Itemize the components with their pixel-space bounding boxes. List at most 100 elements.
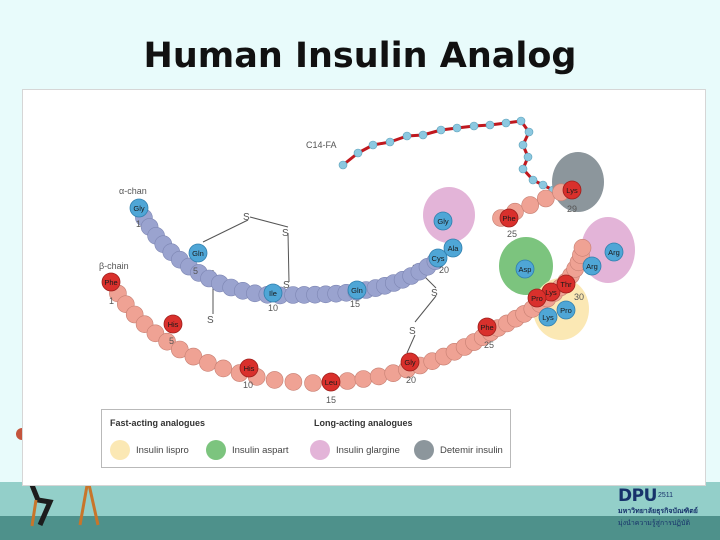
residue-pro-b28-label: Pro	[531, 294, 543, 303]
fatty-acid-atom	[523, 152, 533, 162]
fatty-acid-atom	[436, 125, 446, 135]
sulfur-label: S	[283, 280, 290, 291]
beta-bead	[214, 359, 233, 378]
beta-bead	[521, 196, 540, 214]
legend-item-detemir: Detemir insulin	[414, 440, 503, 460]
sulfur-label: S	[409, 326, 416, 337]
alpha-chain-label: α-chan	[119, 186, 147, 196]
logo-mark: DPU	[618, 486, 657, 506]
residue-cys-a20-label: Cys	[432, 254, 445, 263]
residue-gln-a5	[188, 243, 208, 263]
residue-ala	[443, 238, 463, 258]
residue-phe-b25-top	[499, 208, 519, 228]
residue-cys-a20	[428, 248, 448, 268]
residue-gly-b20-label: Gly	[404, 358, 416, 367]
beta-number-20: 20	[406, 375, 416, 385]
legend-swatch	[414, 440, 434, 460]
logo-university-name: มหาวิทยาลัยธุรกิจบัณฑิตย์	[618, 508, 698, 515]
beta-number-15: 15	[326, 395, 336, 405]
legend-label: Insulin lispro	[136, 444, 189, 456]
beta-bead	[338, 372, 357, 390]
alpha-number-15: 15	[350, 299, 360, 309]
beta-number-25-top: 25	[507, 229, 517, 239]
residue-leu-b15-label: Leu	[325, 378, 338, 387]
sulfur-label: S	[243, 212, 250, 223]
legend-item-glargine: Insulin glargine	[310, 440, 400, 460]
legend: Fast-acting analogues Long-acting analog…	[101, 409, 511, 468]
residue-phe-b25	[477, 317, 497, 337]
dpu-logo: DPU 2511 มหาวิทยาลัยธุรกิจบัณฑิตย์ มุ่งน…	[618, 486, 718, 532]
residue-asp-b28-label: Asp	[519, 265, 532, 274]
detemir-highlight	[552, 152, 604, 212]
disulfide-bond	[414, 295, 437, 323]
beta-number-1: 1	[109, 296, 114, 306]
residue-lys-b29-lispro-label: Lys	[542, 313, 554, 322]
residue-gly-b20	[400, 352, 420, 372]
legend-fast-heading: Fast-acting analogues	[110, 418, 206, 428]
residue-lys-b29-lispro	[538, 307, 558, 327]
beta-chain-label: β-chain	[99, 261, 129, 271]
legend-label: Insulin glargine	[336, 444, 400, 456]
residue-gln-a5-label: Gln	[192, 249, 204, 258]
fatty-acid-atom	[402, 131, 412, 141]
footer-band-dark	[0, 516, 720, 540]
beta-number-30: 30	[574, 292, 584, 302]
beta-bead	[354, 370, 373, 388]
residue-arg-b31-label: Arg	[608, 248, 620, 257]
beta-bead	[158, 332, 176, 351]
logo-motto: มุ่งนำความรู้สู่การปฏิบัติ	[618, 520, 690, 527]
residue-gly-a21	[433, 211, 453, 231]
residue-thr-b30-label: Thr	[560, 280, 572, 289]
footer-band	[0, 482, 720, 516]
residue-his-b10-label: His	[244, 364, 255, 373]
residue-gln-a15-label: Gln	[351, 286, 363, 295]
residue-gln-a15	[347, 280, 367, 300]
fatty-acid-atom	[518, 164, 528, 174]
legend-swatch	[110, 440, 130, 460]
fatty-acid-atom	[516, 116, 526, 126]
fatty-acid-atom	[385, 137, 395, 147]
beta-bead	[369, 367, 388, 386]
sulfur-label: S	[207, 315, 214, 326]
fatty-acid-atom	[368, 140, 378, 150]
residue-pro-b29-lispro-label: Pro	[560, 306, 572, 315]
fatty-acid-atom	[338, 160, 348, 170]
beta-bead	[573, 239, 592, 257]
residue-thr-b30	[556, 274, 576, 294]
fatty-acid-atom	[418, 130, 428, 140]
beta-number-25: 25	[484, 340, 494, 350]
residue-phe-b25-top-label: Phe	[502, 214, 515, 223]
fatty-acid-atom	[353, 148, 363, 158]
legend-item-aspart: Insulin aspart	[206, 440, 289, 460]
legend-swatch	[206, 440, 226, 460]
legend-label: Insulin aspart	[232, 444, 289, 456]
residue-arg-b31	[604, 242, 624, 262]
legend-label: Detemir insulin	[440, 444, 503, 456]
disulfide-bond	[406, 334, 416, 354]
beta-number-5: 5	[169, 336, 174, 346]
fatty-acid-label: C14-FA	[306, 140, 337, 150]
beta-number-29: 29	[567, 204, 577, 214]
beta-bead	[265, 371, 284, 389]
beta-bead	[536, 189, 555, 208]
residue-lys-b29	[562, 180, 582, 200]
residue-arg-b32	[582, 256, 602, 276]
alpha-number-20: 20	[439, 265, 449, 275]
alpha-number-10: 10	[268, 303, 278, 313]
residue-pro-b29-lispro	[556, 300, 576, 320]
residue-lys-b28-label: Lys	[545, 288, 557, 297]
fatty-acid-atom	[501, 118, 511, 128]
residue-ala-label: Ala	[448, 244, 460, 253]
alpha-number-5: 5	[193, 266, 198, 276]
residue-gly-a1	[129, 198, 149, 218]
residue-ile-a10	[263, 283, 283, 303]
disulfide-bond	[202, 219, 249, 243]
residue-gly-a1-label: Gly	[133, 204, 145, 213]
residue-pro-b28	[527, 288, 547, 308]
fatty-acid-atom	[518, 140, 528, 150]
sulfur-label: S	[282, 228, 289, 239]
sulfur-label: S	[431, 288, 438, 299]
